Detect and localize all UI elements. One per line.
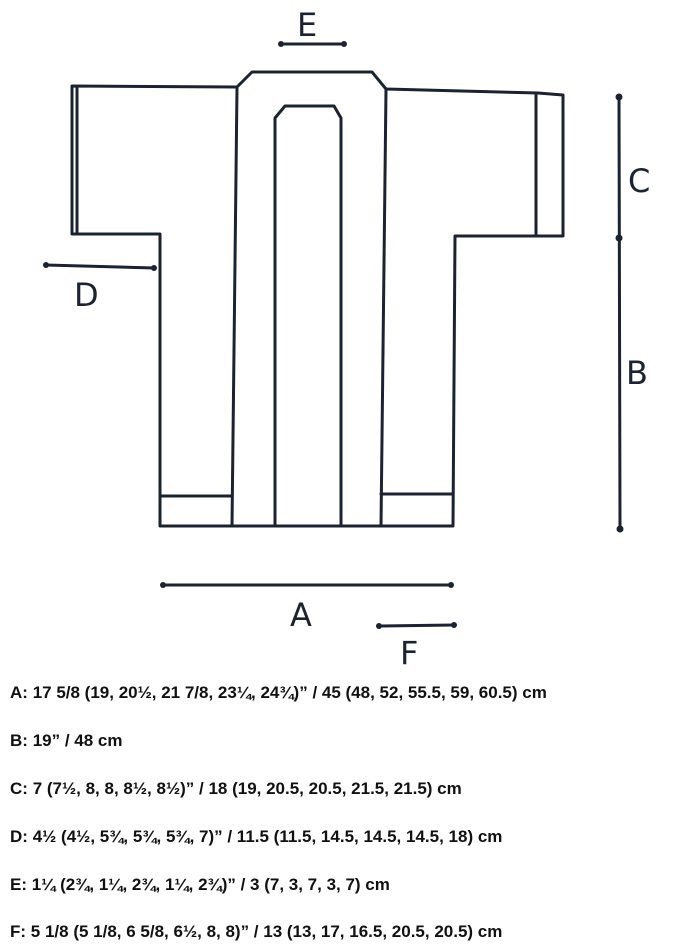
label-e: E	[297, 6, 317, 44]
dimension-c-b-line	[617, 95, 622, 531]
measurement-a: A: 17 5/8 (19, 20½, 21 7/8, 23¼, 24¾)” /…	[10, 683, 690, 703]
dimension-d-line	[44, 263, 156, 270]
dimension-e-end	[341, 41, 347, 47]
dimension-f-end	[376, 623, 382, 629]
measurement-key: F:	[10, 922, 27, 941]
measurement-key: E:	[10, 875, 27, 894]
dimension-f-end	[451, 622, 457, 628]
label-c: C	[628, 162, 650, 200]
front-band-right-outer	[379, 87, 388, 528]
dimension-d-end	[151, 265, 157, 271]
measurement-d: D: 4½ (4½, 5¾, 5¾, 5¾, 7)” / 11.5 (11.5,…	[10, 827, 690, 847]
label-b: B	[626, 354, 648, 392]
dimension-d-end	[43, 262, 49, 268]
measurement-key: C:	[10, 779, 28, 798]
label-a: A	[290, 596, 312, 634]
dimension-a-end	[160, 582, 166, 588]
dimension-e-end	[278, 41, 284, 47]
measurement-value: 19” / 48 cm	[32, 731, 123, 750]
label-f: F	[400, 634, 418, 665]
measurement-value: 4½ (4½, 5¾, 5¾, 5¾, 7)” / 11.5 (11.5, 14…	[32, 827, 503, 846]
measurement-value: 5 1/8 (5 1/8, 6 5/8, 6½, 8, 8)” / 13 (13…	[30, 922, 503, 941]
measurement-key: D:	[10, 827, 28, 846]
dimension-a-end	[448, 582, 454, 588]
dimension-f-line	[377, 623, 456, 628]
dimension-c-b-mid	[615, 234, 623, 242]
front-opening	[273, 104, 343, 528]
measurement-value: 1¼ (2¾, 1¼, 2¾, 1¼, 2¾)” / 3 (7, 3, 7, 3…	[31, 875, 390, 894]
measurement-key: A:	[10, 683, 28, 702]
measurement-f: F: 5 1/8 (5 1/8, 6 5/8, 6½, 8, 8)” / 13 …	[10, 922, 690, 942]
measurement-value: 7 (7½, 8, 8, 8½, 8½)” / 18 (19, 20.5, 20…	[32, 779, 462, 798]
dimension-c-top	[615, 93, 623, 101]
measurement-c: C: 7 (7½, 8, 8, 8½, 8½)” / 18 (19, 20.5,…	[10, 779, 690, 799]
measurement-key: B:	[10, 731, 28, 750]
measurement-e: E: 1¼ (2¾, 1¼, 2¾, 1¼, 2¾)” / 3 (7, 3, 7…	[10, 875, 690, 895]
label-d: D	[74, 276, 99, 314]
garment-schematic: E C B D A F	[43, 6, 650, 665]
dimension-b-bottom	[616, 525, 624, 533]
front-band-left-outer	[230, 85, 239, 528]
garment-outline	[70, 70, 565, 528]
measurement-value: 17 5/8 (19, 20½, 21 7/8, 23¼, 24¾)” / 45…	[32, 683, 547, 702]
measurement-b: B: 19” / 48 cm	[10, 731, 690, 751]
